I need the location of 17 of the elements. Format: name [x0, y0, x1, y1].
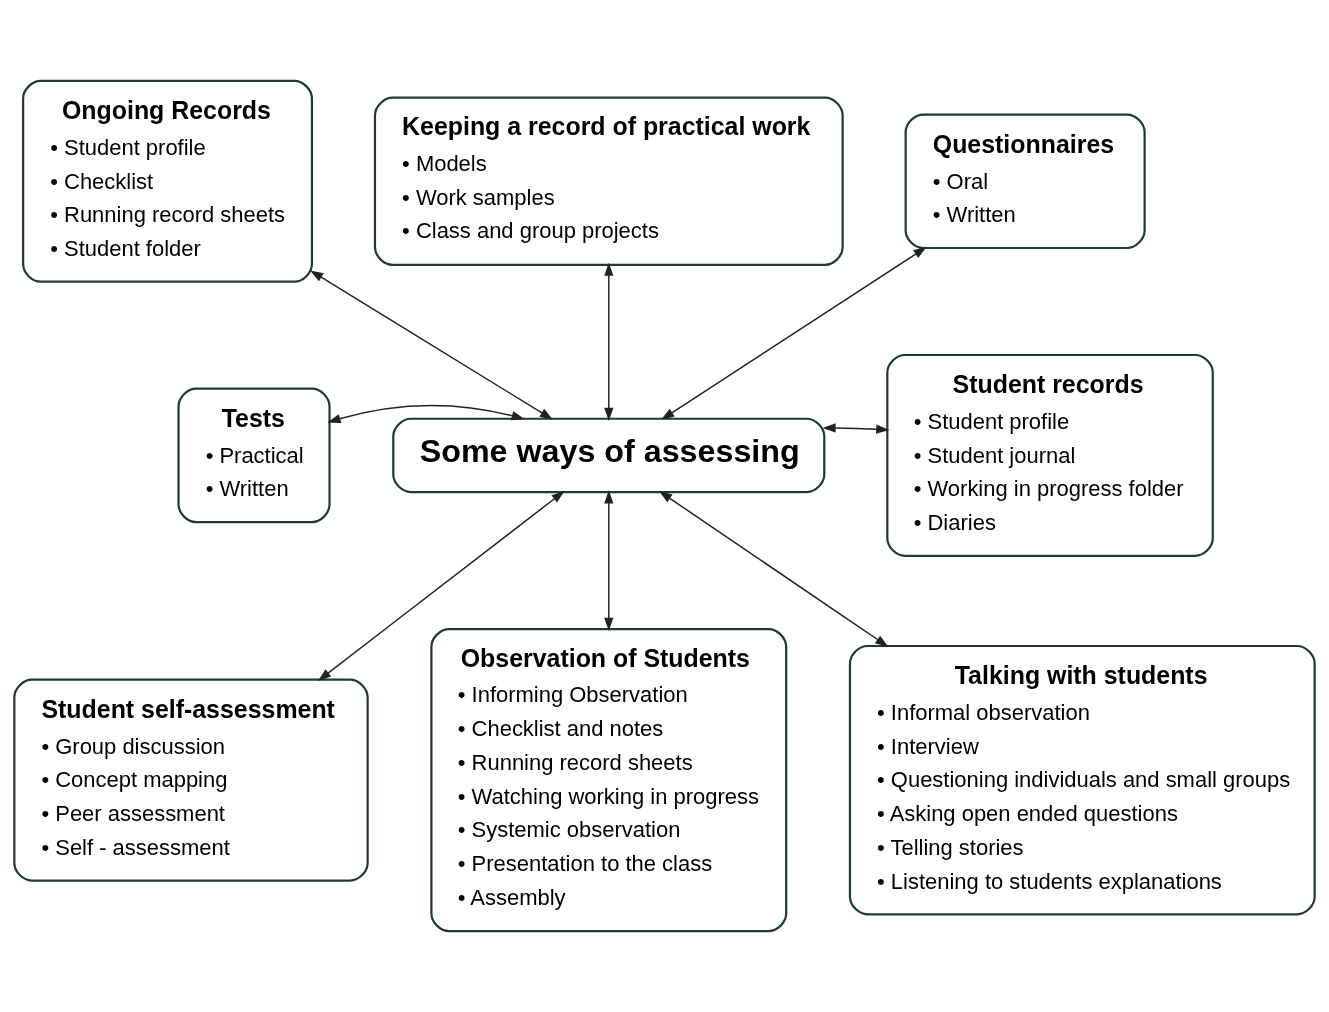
arrow — [310, 270, 553, 420]
node-box: Tests • Practical • Written — [177, 387, 331, 524]
node-box: Observation of Students • Informing Observation • Checklist and notes • Running record sheets • Watching working in progress • Systemic observation • Presentation to the class • Assembly — [430, 628, 788, 933]
node-box: Ongoing Records • Student profile • Checklist • Running record sheets • Student folder — [22, 79, 314, 283]
arrow — [661, 246, 927, 420]
node-box: Keeping a record of practical work • Models • Work samples • Class and group projects — [373, 96, 844, 266]
arrow — [604, 490, 614, 632]
arrow — [327, 404, 525, 424]
node-box: Student self-assessment • Group discussion • Concept mapping • Peer assessment • Self - assessment — [13, 678, 369, 882]
arrow — [317, 490, 565, 681]
node-box: Talking with students • Informal observation • Interview • Questioning individuals and small groups • Asking open ended questions • Telling stories • Listening to students explanations — [848, 644, 1316, 916]
node-box: Some ways of assessing — [392, 417, 826, 494]
node-box: Student records • Student profile • Student journal • Working in progress folder • Diaries — [886, 353, 1214, 557]
arrow — [604, 262, 614, 421]
arrow — [658, 491, 889, 647]
arrow — [822, 423, 890, 434]
node-box: Questionnaires • Oral • Written — [904, 113, 1146, 250]
